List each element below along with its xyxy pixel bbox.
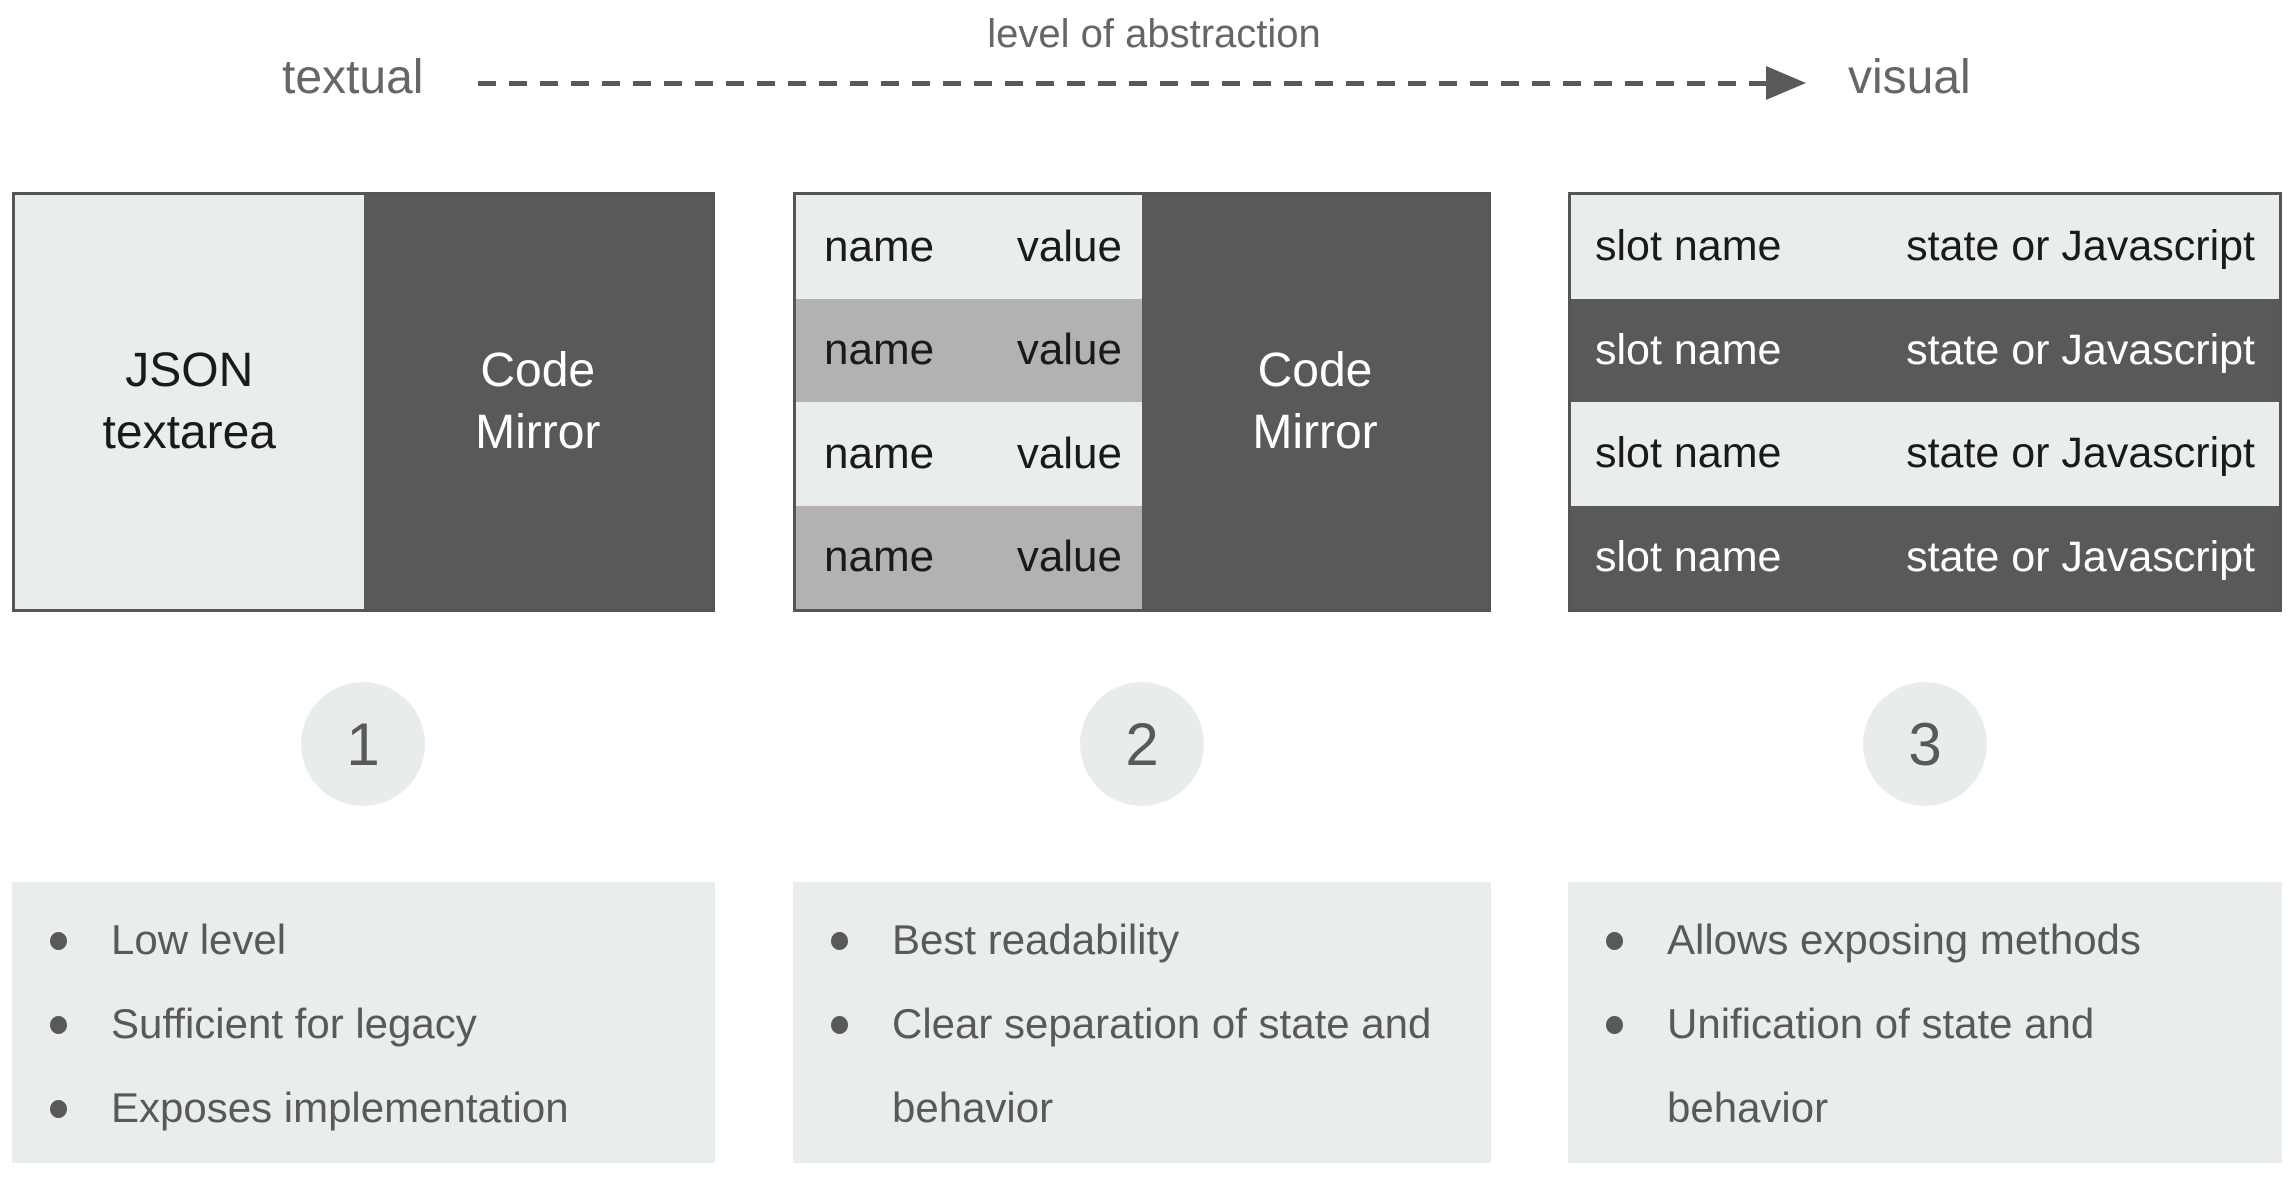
name-value-table: name value name value name value name va… xyxy=(796,195,1142,609)
bullet-list-2: Best readability Clear separation of sta… xyxy=(793,898,1491,1150)
value-cell: value xyxy=(1016,428,1122,478)
code-mirror-label-line1: Code xyxy=(1257,344,1373,397)
panel-1-diagram: JSON textarea Code Mirror xyxy=(12,192,715,612)
code-mirror-label-line2: Mirror xyxy=(1252,406,1378,459)
bullet-box-2: Best readability Clear separation of sta… xyxy=(793,882,1491,1163)
list-item: Unification of state and behavior xyxy=(1568,982,2227,1150)
slot-name-cell: slot name xyxy=(1595,532,1782,581)
list-item: Allows exposing methods xyxy=(1568,898,2227,982)
name-cell: name xyxy=(824,428,935,478)
table-row: name value xyxy=(796,402,1142,506)
bullet-box-3: Allows exposing methods Unification of s… xyxy=(1568,882,2282,1163)
list-item: Sufficient for legacy xyxy=(12,982,715,1066)
step-number: 3 xyxy=(1908,710,1942,778)
table-row: name value xyxy=(796,505,1142,609)
panel-3-diagram: slot name state or Javascript slot name … xyxy=(1568,192,2282,612)
arrowhead-icon xyxy=(1766,66,1806,100)
step-circle-1: 1 xyxy=(301,682,425,806)
slot-value-cell: state or Javascript xyxy=(1906,325,2255,374)
slot-value-cell: state or Javascript xyxy=(1906,429,2255,478)
panel-2-diagram: name value name value name value name va… xyxy=(793,192,1491,612)
table-row: slot name state or Javascript xyxy=(1571,298,2279,402)
slot-name-cell: slot name xyxy=(1595,429,1782,478)
step-circle-2: 2 xyxy=(1080,682,1204,806)
slot-value-cell: state or Javascript xyxy=(1906,222,2255,271)
axis-left-label: textual xyxy=(282,51,424,104)
list-item: Exposes implementation xyxy=(12,1066,715,1150)
axis-title: level of abstraction xyxy=(987,12,1321,56)
table-row: slot name state or Javascript xyxy=(1571,402,2279,506)
code-mirror-box-2: Code Mirror xyxy=(1142,195,1488,609)
value-cell: value xyxy=(1016,221,1122,271)
list-item: Clear separation of state and behavior xyxy=(793,982,1452,1150)
table-row: name value xyxy=(796,298,1142,402)
code-mirror-box-1: Code Mirror xyxy=(363,195,712,609)
code-mirror-label-line2: Mirror xyxy=(475,406,601,459)
name-cell: name xyxy=(824,532,935,582)
slot-name-cell: slot name xyxy=(1595,325,1782,374)
name-cell: name xyxy=(824,325,935,375)
abstraction-axis-dashed-line xyxy=(478,81,1768,86)
value-cell: value xyxy=(1016,532,1122,582)
step-circle-3: 3 xyxy=(1863,682,1987,806)
json-textarea-box: JSON textarea xyxy=(15,195,364,609)
json-textarea-label-line1: JSON xyxy=(125,344,254,397)
slot-value-cell: state or Javascript xyxy=(1906,532,2255,581)
step-number: 1 xyxy=(346,710,380,778)
bullet-list-3: Allows exposing methods Unification of s… xyxy=(1568,898,2282,1150)
list-item: Best readability xyxy=(793,898,1452,982)
table-row: slot name state or Javascript xyxy=(1571,505,2279,609)
code-mirror-label-line1: Code xyxy=(480,344,596,397)
axis-right-label: visual xyxy=(1848,51,1971,104)
slot-name-cell: slot name xyxy=(1595,222,1782,271)
table-row: name value xyxy=(796,195,1142,299)
bullet-list-1: Low level Sufficient for legacy Exposes … xyxy=(12,898,715,1150)
table-row: slot name state or Javascript xyxy=(1571,195,2279,299)
json-textarea-label-line2: textarea xyxy=(102,406,276,459)
value-cell: value xyxy=(1016,325,1122,375)
list-item: Low level xyxy=(12,898,715,982)
step-number: 2 xyxy=(1125,710,1159,778)
name-cell: name xyxy=(824,221,935,271)
bullet-box-1: Low level Sufficient for legacy Exposes … xyxy=(12,882,715,1163)
